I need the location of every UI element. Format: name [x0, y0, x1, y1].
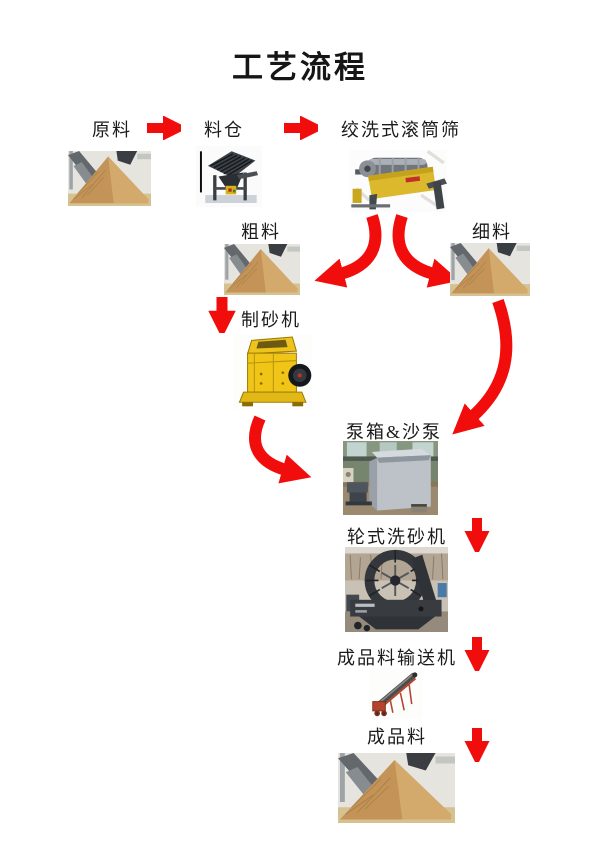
- arrow-raw-to-hopper-icon: [147, 116, 181, 140]
- raw-material-sand-pile-photo: [68, 151, 151, 206]
- finished-product-sand-pile-photo: [338, 753, 455, 823]
- drum-screen-photo: [350, 150, 447, 212]
- fine-material-sand-pile-photo: [450, 243, 530, 296]
- wheel-sand-washer-photo: [345, 547, 448, 632]
- arrow-fine-to-pump-icon: [452, 299, 513, 435]
- arrow-hopper-to-drum-icon: [284, 116, 318, 140]
- sand-making-machine-photo: [234, 335, 312, 409]
- label-fine-material: 细料: [472, 222, 512, 242]
- arrow-sandmaker-to-pump-icon: [249, 415, 312, 484]
- label-pump-box: 泵箱&沙泵: [346, 422, 443, 442]
- label-feed-hopper: 料仓: [204, 120, 244, 140]
- belt-conveyor-photo: [369, 668, 423, 719]
- label-product-conveyor: 成品料输送机: [337, 648, 457, 668]
- label-finished-product: 成品料: [367, 727, 427, 747]
- feed-hopper-photo: [196, 146, 262, 207]
- arrow-drum-to-fine-icon: [392, 214, 460, 288]
- arrow-conveyor-to-product-icon: [464, 728, 490, 762]
- arrow-pump-to-washer-icon: [464, 518, 490, 552]
- label-coarse-material: 粗料: [241, 222, 281, 242]
- label-raw-material: 原料: [92, 120, 132, 140]
- label-wheel-washer: 轮式洗砂机: [347, 527, 447, 547]
- arrow-washer-to-conveyor-icon: [464, 637, 490, 671]
- label-sand-maker: 制砂机: [241, 310, 301, 330]
- arrow-coarse-to-sandmaker-icon: [208, 297, 236, 333]
- page-title: 工艺流程: [232, 50, 368, 86]
- pump-box-photo: [343, 441, 438, 515]
- label-drum-screen: 绞洗式滚筒筛: [341, 120, 461, 140]
- arrow-drum-to-coarse-icon: [314, 214, 382, 288]
- coarse-material-sand-pile-photo: [224, 244, 300, 295]
